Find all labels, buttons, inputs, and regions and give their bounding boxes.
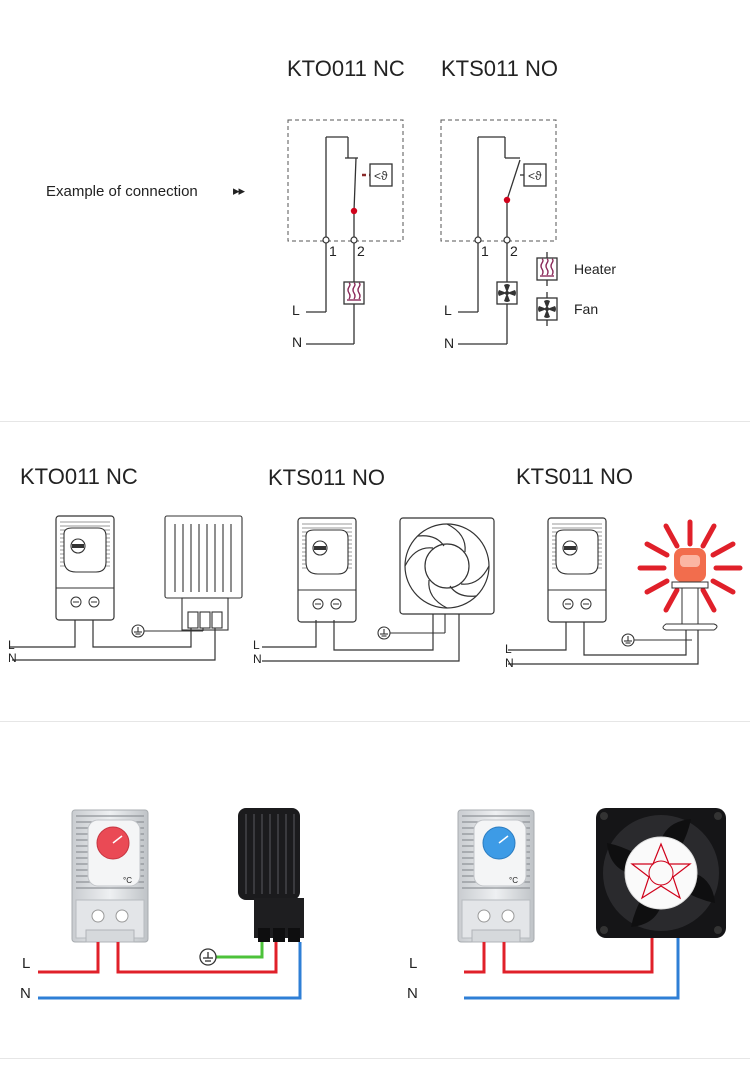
title-a: KTO011 NC [20, 464, 138, 489]
title-kts011-no: KTS011 NO [441, 56, 558, 81]
fan-photo [596, 808, 726, 938]
no-sensor-glyph: <ϑ [528, 169, 542, 183]
thermostat-b [297, 517, 357, 623]
thermostat-a [55, 515, 115, 621]
drawing-a-N-label: N [8, 651, 17, 665]
no-L-label: L [444, 302, 452, 318]
photo-left-N-label: N [20, 985, 31, 1002]
drawing-b-N-label: N [253, 652, 262, 666]
ground-c [621, 633, 635, 647]
legend-heater-icon [536, 252, 558, 286]
no-switch [477, 136, 547, 240]
double-arrow-icon: ▸▸ [233, 183, 245, 198]
legend-heater-label: Heater [574, 261, 617, 277]
ground-icon-photo-left [199, 948, 217, 966]
photo-right-N-label: N [407, 985, 418, 1002]
photo-right-L-label: L [409, 955, 418, 972]
nc-sensor-glyph: <ϑ [374, 169, 388, 183]
heater-icon [347, 282, 361, 301]
dial-right-unit: °C [509, 876, 518, 885]
no-N-label: N [444, 335, 455, 351]
title-kto011-nc: KTO011 NC [287, 56, 405, 81]
dial-left-unit: °C [123, 876, 132, 885]
nc-terminal-2-label: 2 [357, 243, 365, 259]
nc-L-label: L [292, 302, 300, 318]
title-b: KTS011 NO [268, 465, 385, 490]
product-renders [38, 808, 726, 1000]
legend-fan-icon [536, 292, 558, 326]
nc-switch [325, 136, 393, 240]
fan-icon [498, 284, 516, 302]
nc-contact-dot [350, 207, 358, 215]
drawing-c-L-label: L [505, 642, 512, 656]
schematic-diagram: <ϑ <ϑ [287, 119, 558, 345]
legend-fan-label: Fan [574, 301, 599, 317]
no-thermostat-box [440, 119, 557, 242]
ground-a [131, 624, 145, 638]
heater-a [164, 515, 243, 631]
no-contact-dot [503, 196, 511, 204]
no-terminal-1-label: 1 [481, 243, 489, 259]
divider-3 [0, 1058, 750, 1059]
no-terminal-2-label: 2 [510, 243, 518, 259]
title-c: KTS011 NO [516, 464, 633, 489]
drawing-c-N-label: N [505, 656, 514, 670]
divider-1 [0, 421, 750, 422]
ground-b [377, 626, 391, 640]
wiring-drawings [10, 515, 743, 665]
beacon-c [637, 519, 743, 631]
thermostat-c [547, 517, 607, 623]
drawing-b-L-label: L [253, 638, 260, 652]
nc-terminal-1-label: 1 [329, 243, 337, 259]
divider-2 [0, 721, 750, 722]
nc-thermostat-box [287, 119, 404, 242]
photo-left-L-label: L [22, 955, 31, 972]
drawing-a-L-label: L [8, 638, 15, 652]
nc-N-label: N [292, 334, 303, 350]
example-of-connection-label: Example of connection [46, 183, 198, 200]
heater-photo [238, 808, 304, 942]
fan-b [399, 517, 495, 615]
